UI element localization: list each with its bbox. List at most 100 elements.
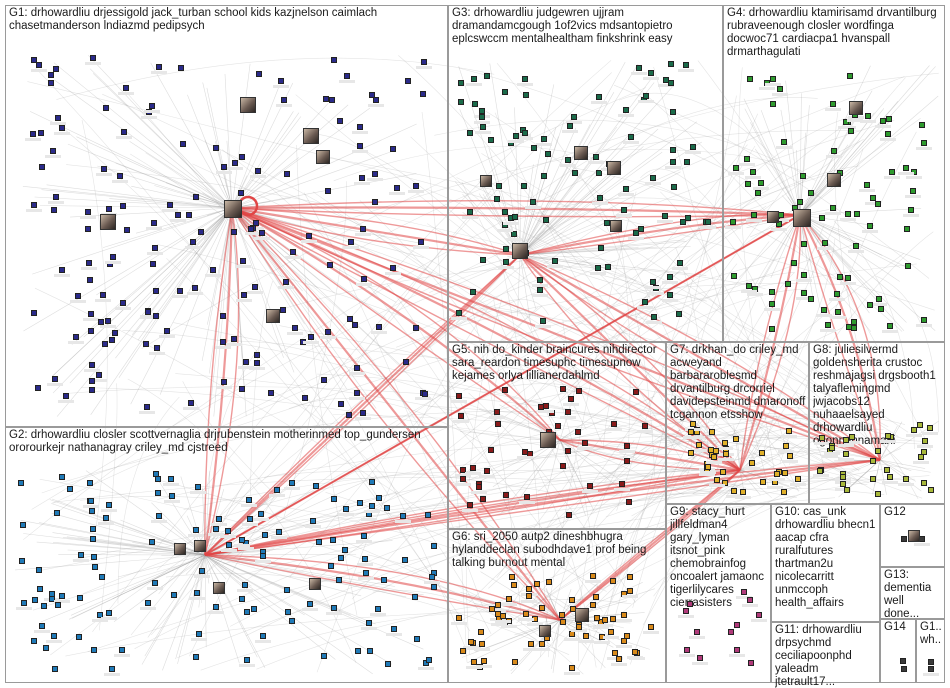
graph-node [749,168,756,175]
graph-node [830,148,837,155]
graph-node [559,618,566,625]
node-label-tag [140,606,157,610]
edge-line [39,205,233,209]
graph-node [193,527,200,534]
node-label-tag [33,630,50,634]
graph-node [533,581,540,588]
graph-node [744,180,751,187]
graph-node [849,433,856,440]
graph-node [611,421,618,428]
edge-red [559,438,741,472]
node-label-tag [847,119,864,123]
graph-node [604,220,611,227]
edge-curve [134,469,689,649]
graph-node [819,435,826,442]
edge-red [204,207,233,556]
edge-line [519,246,658,256]
node-label-tag [225,343,242,347]
graph-node [842,450,849,457]
edge-curve [577,299,757,669]
graph-node [87,479,94,486]
edge-line [162,554,206,671]
graph-node [50,633,57,640]
graph-node [457,98,464,105]
edge-red [231,207,741,471]
node-label-tag [215,386,232,390]
graph-node [413,324,420,331]
graph-node [253,351,260,358]
graph-node [108,665,115,672]
edge-curve [52,477,743,503]
profile-avatar-node [194,540,206,552]
node-label-tag [114,307,131,311]
edge-curve [427,405,700,448]
graph-node [119,202,126,209]
edge-line [204,554,305,616]
graph-node [619,481,626,487]
graph-node [274,487,281,494]
graph-node [748,460,755,467]
graph-node [536,277,543,284]
node-label-tag [563,672,580,676]
edge-line [70,554,206,616]
edge-curve [630,484,736,665]
graph-node [605,263,612,270]
node-label-tag [864,202,881,206]
node-label-tag [816,313,833,317]
graph-node [853,210,860,217]
edge-red [231,206,881,462]
graph-node [595,94,602,100]
graph-node [357,142,363,149]
edge-line [519,254,532,330]
edge-line [519,151,663,256]
node-label-tag [269,494,286,498]
graph-node [612,649,619,656]
graph-node [49,147,56,154]
graph-node [88,387,95,394]
edge-curve [737,323,919,499]
graph-node [250,606,257,613]
graph-node [456,614,462,621]
edge-curve [653,66,769,486]
edge-line [226,140,233,209]
graph-node [175,212,182,219]
graph-node [471,658,478,665]
node-label-tag [384,272,401,276]
graph-node [526,586,532,593]
edge-curve [81,119,108,528]
graph-node [641,422,648,429]
edge-red [203,207,234,556]
graph-node [900,665,907,672]
edge-line [519,139,631,256]
edge-line [559,430,575,441]
graph-node [564,409,571,416]
graph-node [89,526,96,533]
graph-node [320,377,327,384]
graph-node [625,499,632,506]
node-label-tag [363,509,380,513]
graph-node [47,80,54,86]
node-label-tag [255,639,271,643]
graph-node [31,638,37,645]
graph-node [18,479,25,486]
node-label-tag [187,291,204,295]
graph-node [280,307,287,314]
node-label-tag [208,611,225,615]
edge-line [785,80,801,216]
edge-line [519,127,577,256]
node-label-tag [73,559,90,562]
graph-node [29,131,36,138]
edge-line [737,438,741,471]
edge-curve [122,330,684,496]
node-label-tag [407,190,424,194]
graph-node [503,492,510,499]
edge-curve [636,266,903,466]
edge-line [118,207,233,378]
node-label-tag [215,345,232,349]
graph-node [621,206,627,213]
graph-node [283,170,290,177]
edge-curve [640,168,744,246]
graph-node [401,557,408,564]
profile-avatar-node [213,582,225,594]
graph-node [168,476,175,482]
